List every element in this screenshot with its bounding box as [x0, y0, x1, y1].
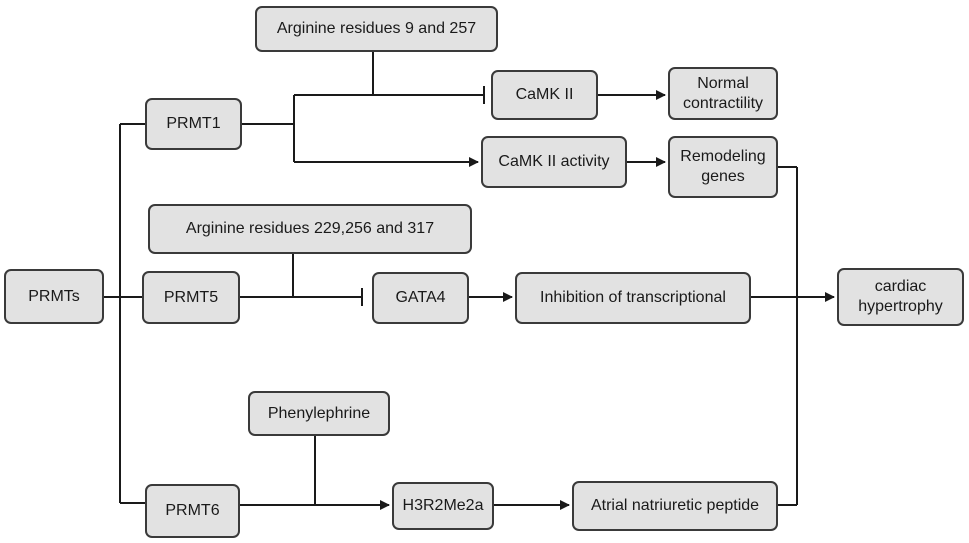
- node-normal-contractility: Normal contractility: [668, 67, 778, 120]
- node-cardiac-hypertrophy: cardiac hypertrophy: [837, 268, 964, 326]
- node-arginine-229-256-317: Arginine residues 229,256 and 317: [148, 204, 472, 254]
- node-prmt5-label: PRMT5: [163, 288, 219, 306]
- node-h3r2me2a: H3R2Me2a: [392, 482, 494, 530]
- node-gata4: GATA4: [372, 272, 469, 324]
- node-arginine-229-256-317-label: Arginine residues 229,256 and 317: [185, 220, 435, 237]
- node-camk2-activity: CaMK II activity: [481, 136, 627, 188]
- node-prmt1-label: PRMT1: [166, 115, 221, 132]
- node-normal-contractility-label: Normal contractility: [682, 74, 764, 112]
- node-camk2-label: CaMK II: [515, 86, 574, 103]
- node-prmt1: PRMT1: [145, 98, 242, 150]
- node-gata4-label: GATA4: [395, 289, 446, 306]
- node-h3r2me2a-label: H3R2Me2a: [402, 497, 484, 514]
- node-prmt5: PRMT5: [142, 271, 240, 324]
- node-prmt6: PRMT6: [145, 484, 240, 538]
- node-phenylephrine: Phenylephrine: [248, 391, 390, 436]
- node-remodeling-genes-label: Remodeling genes: [680, 148, 766, 185]
- node-remodeling-genes: Remodeling genes: [668, 136, 778, 198]
- node-inhibition-transcriptional-label: Inhibition of transcriptional: [540, 289, 726, 306]
- node-atrial-natriuretic-peptide-label: Atrial natriuretic peptide: [590, 497, 760, 514]
- node-prmts-label: PRMTs: [28, 287, 80, 305]
- node-arginine-9-257-label: Arginine residues 9 and 257: [276, 20, 477, 37]
- node-atrial-natriuretic-peptide: Atrial natriuretic peptide: [572, 481, 778, 531]
- node-phenylephrine-label: Phenylephrine: [267, 404, 371, 422]
- node-arginine-9-257: Arginine residues 9 and 257: [255, 6, 498, 52]
- node-prmt6-label: PRMT6: [165, 502, 220, 519]
- node-prmts: PRMTs: [4, 269, 104, 324]
- node-camk2: CaMK II: [491, 70, 598, 120]
- node-camk2-activity-label: CaMK II activity: [498, 153, 610, 170]
- node-inhibition-transcriptional: Inhibition of transcriptional: [515, 272, 751, 324]
- node-cardiac-hypertrophy-label: cardiac hypertrophy: [858, 278, 943, 315]
